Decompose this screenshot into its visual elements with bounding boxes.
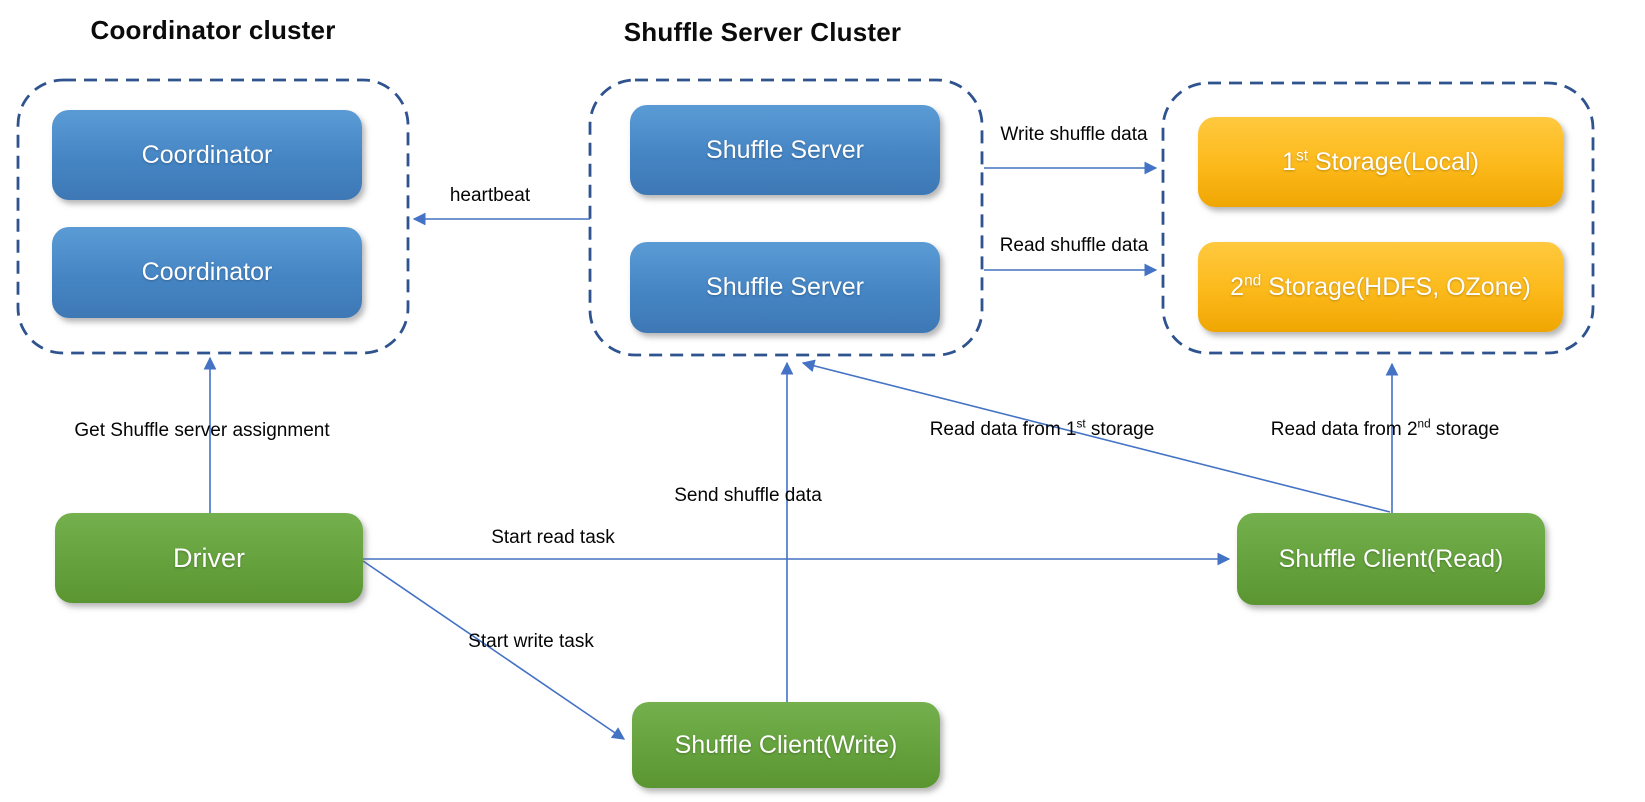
storage-node-2-label-pre: 2 <box>1230 272 1245 301</box>
read-data-from-second-storage-label: Read data from 2nd storage <box>1270 417 1500 441</box>
shuffle-server-node-2: Shuffle Server <box>630 242 940 333</box>
read-data-from-first-storage-label-pre: Read data from 1 <box>929 419 1077 440</box>
read-data-from-second-storage-label-sup: nd <box>1417 417 1431 431</box>
storage-node-1: 1st Storage(Local) <box>1198 117 1563 207</box>
read-data-from-first-storage-arrow <box>801 359 1391 513</box>
send-shuffle-data-label: Send shuffle data <box>674 485 822 506</box>
read-data-from-second-storage-label-post: storage <box>1430 419 1500 440</box>
storage-cluster-border <box>1161 81 1595 355</box>
start-write-task-label: Start write task <box>468 631 594 652</box>
storage-node-2-label-post: Storage(HDFS, OZone) <box>1261 272 1531 301</box>
start-write-task-arrow <box>362 560 626 740</box>
storage-node-1-label-post: Storage(Local) <box>1308 147 1479 176</box>
read-data-from-first-storage-label: Read data from 1st storage <box>929 417 1155 441</box>
coordinator-node-1: Coordinator <box>52 110 362 200</box>
storage-node-1-label: 1st Storage(Local) <box>1282 148 1479 177</box>
storage-node-2-label-sup: nd <box>1244 272 1262 290</box>
storage-node-2: 2nd Storage(HDFS, OZone) <box>1198 242 1563 332</box>
start-read-task-label: Start read task <box>491 527 615 548</box>
shuffle-client-write-node: Shuffle Client(Write) <box>632 702 940 788</box>
shuffle-client-read-node: Shuffle Client(Read) <box>1237 513 1545 605</box>
driver-node: Driver <box>55 513 363 603</box>
heartbeat-label: heartbeat <box>449 185 531 206</box>
storage-node-2-label: 2nd Storage(HDFS, OZone) <box>1230 273 1531 302</box>
read-data-from-second-storage-label-pre: Read data from 2 <box>1270 419 1418 440</box>
coordinator-cluster-title: Coordinator cluster <box>90 15 336 45</box>
shuffle-server-cluster-border <box>588 78 984 357</box>
coordinator-cluster-border <box>16 78 410 355</box>
coordinator-node-2: Coordinator <box>52 227 362 318</box>
storage-node-1-label-sup: st <box>1295 147 1309 165</box>
get-shuffle-server-assignment-label: Get Shuffle server assignment <box>74 420 330 441</box>
shuffle-server-cluster-title: Shuffle Server Cluster <box>623 17 902 47</box>
storage-node-1-label-pre: 1 <box>1282 147 1296 176</box>
read-shuffle-data-label: Read shuffle data <box>999 235 1149 256</box>
read-data-from-first-storage-label-post: storage <box>1085 419 1155 440</box>
shuffle-server-node-1: Shuffle Server <box>630 105 940 195</box>
write-shuffle-data-label: Write shuffle data <box>1000 124 1148 145</box>
read-data-from-first-storage-label-sup: st <box>1076 417 1086 431</box>
